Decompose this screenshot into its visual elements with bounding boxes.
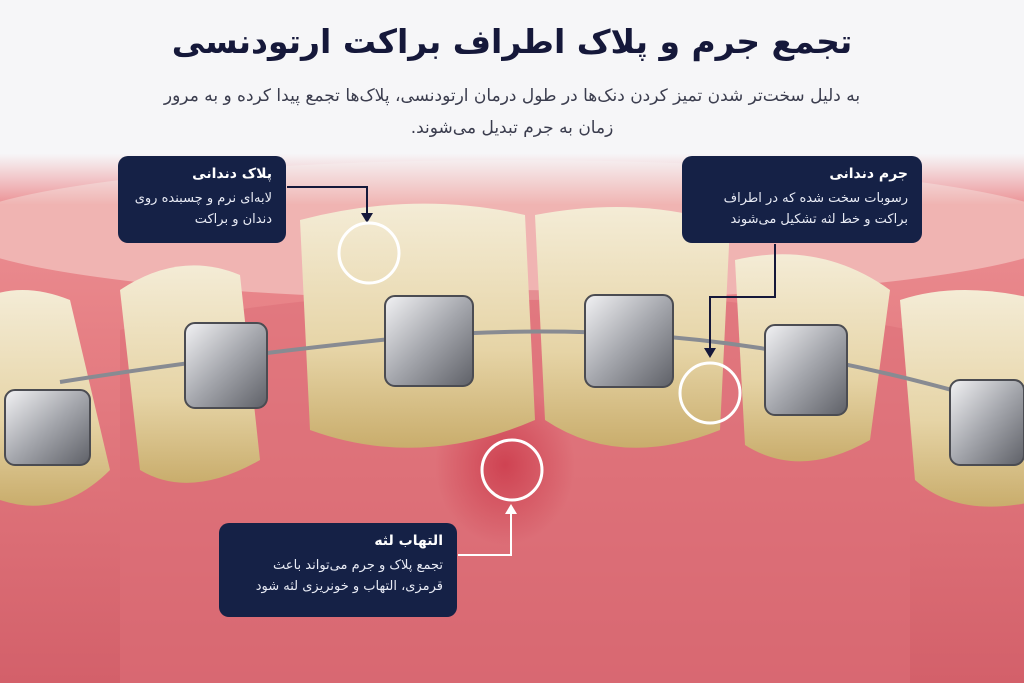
gum-arrow-icon bbox=[505, 504, 517, 514]
tartar-arrow-icon bbox=[704, 348, 716, 358]
tartar-callout-body: رسوبات سخت شده که در اطراف براکت و خط لث… bbox=[723, 191, 908, 227]
header: تجمع جرم و پلاک اطراف براکت ارتودنسی به … bbox=[0, 0, 1024, 150]
gum-callout: التهاب لثه تجمع پلاک و جرم می‌تواند باعث… bbox=[219, 523, 457, 617]
page-subtitle: به دلیل سخت‌تر شدن تمیز کردن دنک‌ها در ط… bbox=[163, 86, 861, 138]
plaque-arrow-icon bbox=[361, 213, 373, 223]
page-title: تجمع جرم و پلاک اطراف براکت ارتودنسی bbox=[171, 22, 853, 61]
gum-connector bbox=[458, 512, 512, 556]
tartar-highlight-circle bbox=[678, 361, 742, 425]
tartar-callout: جرم دندانی رسوبات سخت شده که در اطراف بر… bbox=[682, 156, 922, 243]
gum-callout-title: التهاب لثه bbox=[374, 533, 443, 549]
plaque-callout-body: لابه‌ای نرم و چسبنده روی دندان و براکت bbox=[134, 191, 272, 227]
tartar-callout-title: جرم دندانی bbox=[829, 166, 908, 182]
gum-highlight-circle bbox=[480, 438, 544, 502]
gum-callout-body: تجمع پلاک و جرم می‌تواند باعث قرمزی، الت… bbox=[255, 558, 443, 594]
plaque-callout-title: پلاک دندانی bbox=[192, 166, 272, 182]
plaque-highlight-circle bbox=[337, 221, 401, 285]
tartar-connector bbox=[709, 244, 776, 350]
plaque-callout: پلاک دندانی لابه‌ای نرم و چسبنده روی دند… bbox=[118, 156, 286, 243]
plaque-connector bbox=[287, 186, 368, 215]
